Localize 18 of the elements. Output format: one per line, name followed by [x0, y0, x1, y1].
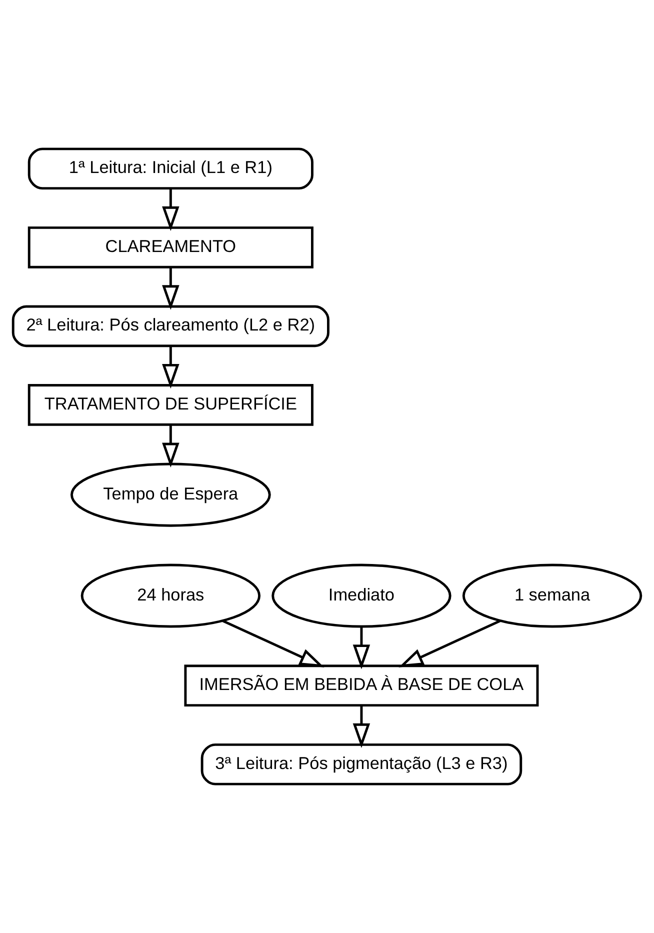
node-ellipse: Tempo de Espera: [70, 462, 271, 527]
node-ellipse: Imediato: [272, 564, 452, 628]
arrow: [398, 620, 501, 668]
arrow: [162, 188, 180, 232]
arrow: [162, 424, 180, 468]
arrow: [352, 626, 370, 670]
node-ellipse: 24 horas: [80, 564, 261, 628]
node-box: 3ª Leitura: Pós pigmentação (L3 e R3): [200, 743, 522, 786]
node-ellipse: 1 semana: [462, 564, 642, 628]
node-box: CLAREAMENTO: [28, 226, 314, 268]
node-box: IMERSÃO EM BEBIDA À BASE DE COLA: [184, 664, 539, 707]
arrow: [352, 705, 370, 748]
arrow: [222, 620, 324, 668]
node-box: 1ª Leitura: Inicial (L1 e R1): [28, 148, 314, 190]
arrow: [162, 267, 180, 310]
node-box: 2ª Leitura: Pós clareamento (L2 e R2): [12, 305, 330, 348]
node-box: TRATAMENTO DE SUPERFÍCIE: [28, 384, 314, 426]
arrow: [162, 346, 180, 389]
